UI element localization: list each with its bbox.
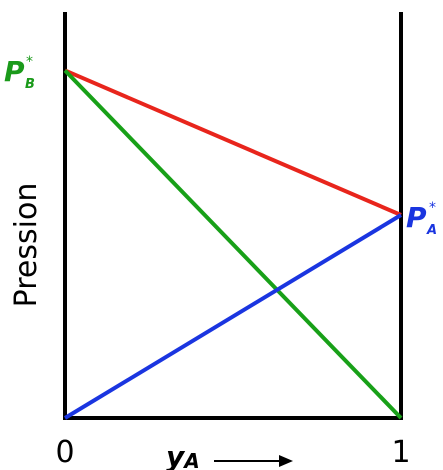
series-line-red bbox=[64, 68, 402, 217]
x-axis-label-main: y bbox=[166, 440, 186, 470]
x-tick-label-1: 1 bbox=[391, 435, 410, 470]
series-line-green bbox=[63, 69, 403, 420]
y-axis-label: Pression bbox=[9, 183, 44, 308]
series-group bbox=[63, 68, 403, 420]
pa-star-main: P bbox=[406, 201, 427, 234]
pb-star-sup: * bbox=[26, 54, 33, 70]
pa-star-sub: A bbox=[426, 223, 437, 238]
pb-star-main: P bbox=[4, 55, 25, 88]
x-axis-label: yA bbox=[166, 440, 200, 470]
pb-star-sub: B bbox=[25, 77, 35, 92]
x-axis-label-sub: A bbox=[182, 449, 199, 470]
x-axis-arrow bbox=[214, 455, 293, 467]
pa-star-sup: * bbox=[429, 200, 436, 216]
pb-star-label: P bbox=[4, 55, 25, 88]
series-line-blue bbox=[63, 213, 403, 420]
x-tick-label-0: 0 bbox=[55, 435, 74, 470]
pa-star-label: P bbox=[406, 201, 427, 234]
